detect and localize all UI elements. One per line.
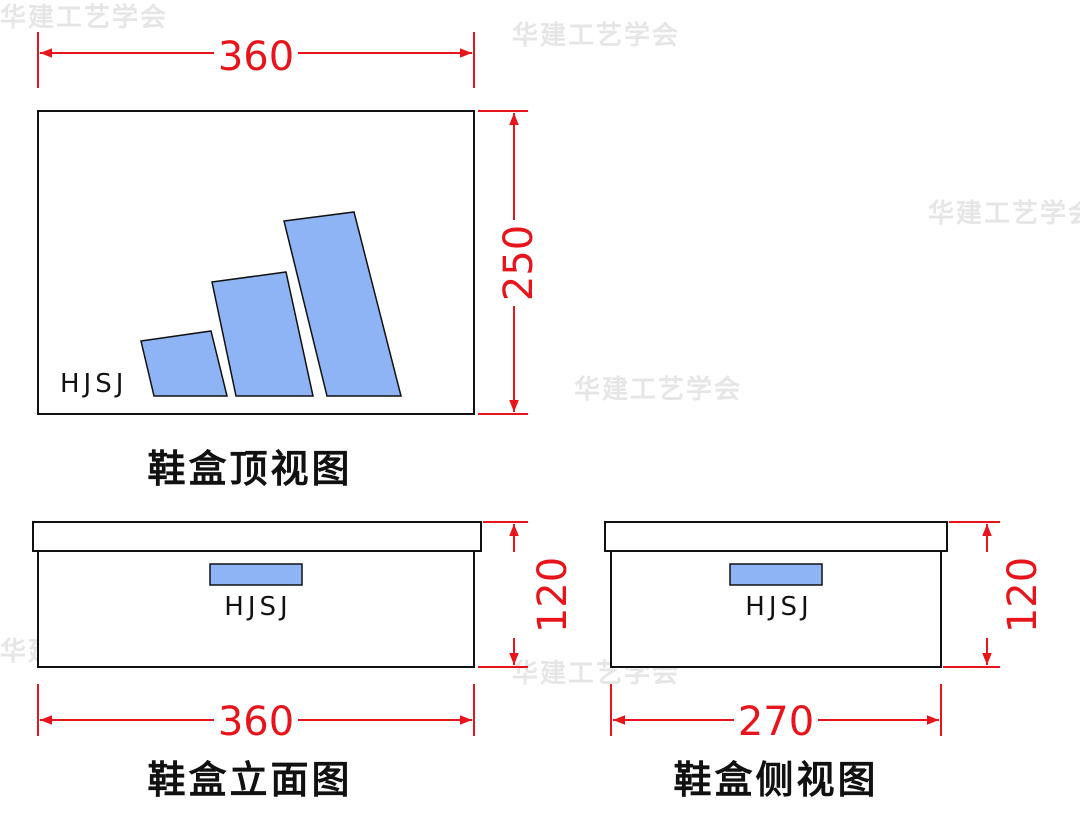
front-view-label-plate bbox=[209, 563, 303, 586]
front-view-logo-text: HJSJ bbox=[224, 592, 291, 622]
side-view-label-plate bbox=[729, 563, 823, 586]
front-view-title: 鞋盒立面图 bbox=[147, 758, 352, 802]
watermark-1: 华建工艺学会 bbox=[0, 2, 168, 33]
top-view-title: 鞋盒顶视图 bbox=[147, 447, 352, 491]
side-view-width-label: 270 bbox=[738, 699, 814, 745]
top-view-depth-label: 250 bbox=[496, 225, 542, 301]
front-view: HJSJ 120 360 鞋盒立面图 bbox=[32, 521, 576, 802]
side-view: HJSJ 120 270 鞋盒侧视图 bbox=[604, 521, 1046, 802]
front-view-width-label: 360 bbox=[218, 699, 294, 745]
top-view-width-label: 360 bbox=[218, 34, 294, 80]
logo-bar-large bbox=[283, 211, 402, 397]
watermark-3: 华建工艺学会 bbox=[928, 198, 1080, 229]
top-view-logo: HJSJ bbox=[60, 211, 402, 399]
top-view: 360 HJSJ 250 鞋盒顶视图 bbox=[37, 32, 542, 491]
side-view-height-label: 120 bbox=[1000, 557, 1046, 633]
top-view-depth-dimension: 250 bbox=[478, 110, 542, 415]
side-view-height-dimension: 120 bbox=[943, 521, 1046, 668]
watermark-4: 华建工艺学会 bbox=[574, 374, 742, 405]
watermark-2: 华建工艺学会 bbox=[512, 20, 680, 51]
side-view-lid bbox=[604, 521, 948, 552]
front-view-lid bbox=[32, 521, 482, 552]
logo-bar-medium bbox=[211, 271, 314, 397]
logo-bar-small bbox=[140, 330, 228, 397]
front-view-height-label: 120 bbox=[530, 557, 576, 633]
front-view-height-dimension: 120 bbox=[478, 521, 576, 668]
top-view-logo-text: HJSJ bbox=[60, 369, 127, 399]
top-view-width-dimension: 360 bbox=[37, 32, 475, 88]
front-view-width-dimension: 360 bbox=[37, 684, 475, 745]
side-view-title: 鞋盒侧视图 bbox=[673, 758, 878, 802]
side-view-logo-text: HJSJ bbox=[745, 592, 812, 622]
side-view-width-dimension: 270 bbox=[610, 684, 942, 745]
